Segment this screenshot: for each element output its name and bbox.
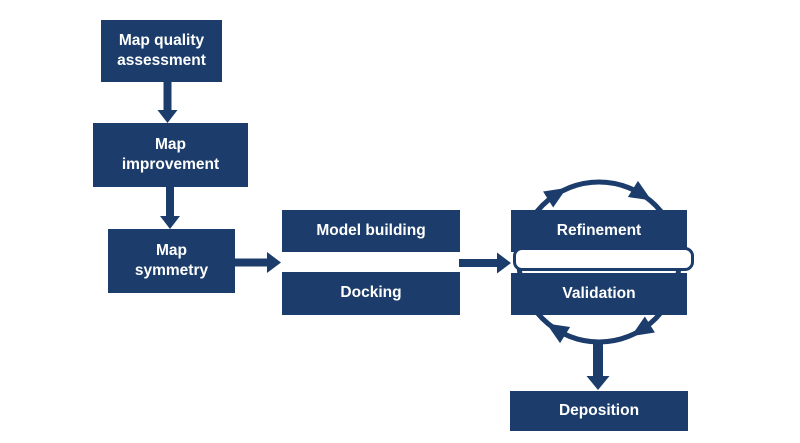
cycle-arrowhead-top-right-icon bbox=[627, 180, 652, 201]
node-map-improvement: Map improvement bbox=[93, 123, 248, 187]
node-refinement: Refinement bbox=[511, 210, 687, 252]
node-validation: Validation bbox=[511, 273, 687, 315]
node-label: Docking bbox=[340, 284, 402, 302]
arrow-cycle-to-deposition-icon bbox=[586, 341, 610, 390]
cycle-arrowhead-bottom-left-icon bbox=[546, 323, 571, 344]
node-label: Refinement bbox=[556, 221, 642, 239]
node-label: Map improvement bbox=[121, 135, 220, 173]
refinement-validation-connector-pill bbox=[513, 247, 694, 271]
arrow-map-quality-to-map-improvement-icon bbox=[157, 80, 178, 123]
node-label: Map symmetry bbox=[134, 241, 209, 279]
node-label: Validation bbox=[562, 284, 636, 302]
node-label: Deposition bbox=[558, 401, 640, 419]
node-label: Map quality assessment bbox=[117, 31, 206, 69]
node-map-quality-assessment: Map quality assessment bbox=[101, 20, 222, 82]
node-model-building: Model building bbox=[282, 210, 460, 252]
cycle-arrowhead-bottom-right-icon bbox=[631, 316, 655, 337]
node-map-symmetry: Map symmetry bbox=[108, 229, 235, 293]
node-deposition: Deposition bbox=[510, 391, 688, 431]
arrow-docking-to-refinement-icon bbox=[459, 252, 511, 274]
cycle-arrowhead-top-left-icon bbox=[543, 187, 567, 208]
arrow-map-improvement-to-map-symmetry-icon bbox=[160, 185, 180, 229]
node-label: Model building bbox=[316, 221, 426, 239]
arrow-map-symmetry-to-model-building-icon bbox=[233, 252, 281, 273]
node-docking: Docking bbox=[282, 272, 460, 315]
